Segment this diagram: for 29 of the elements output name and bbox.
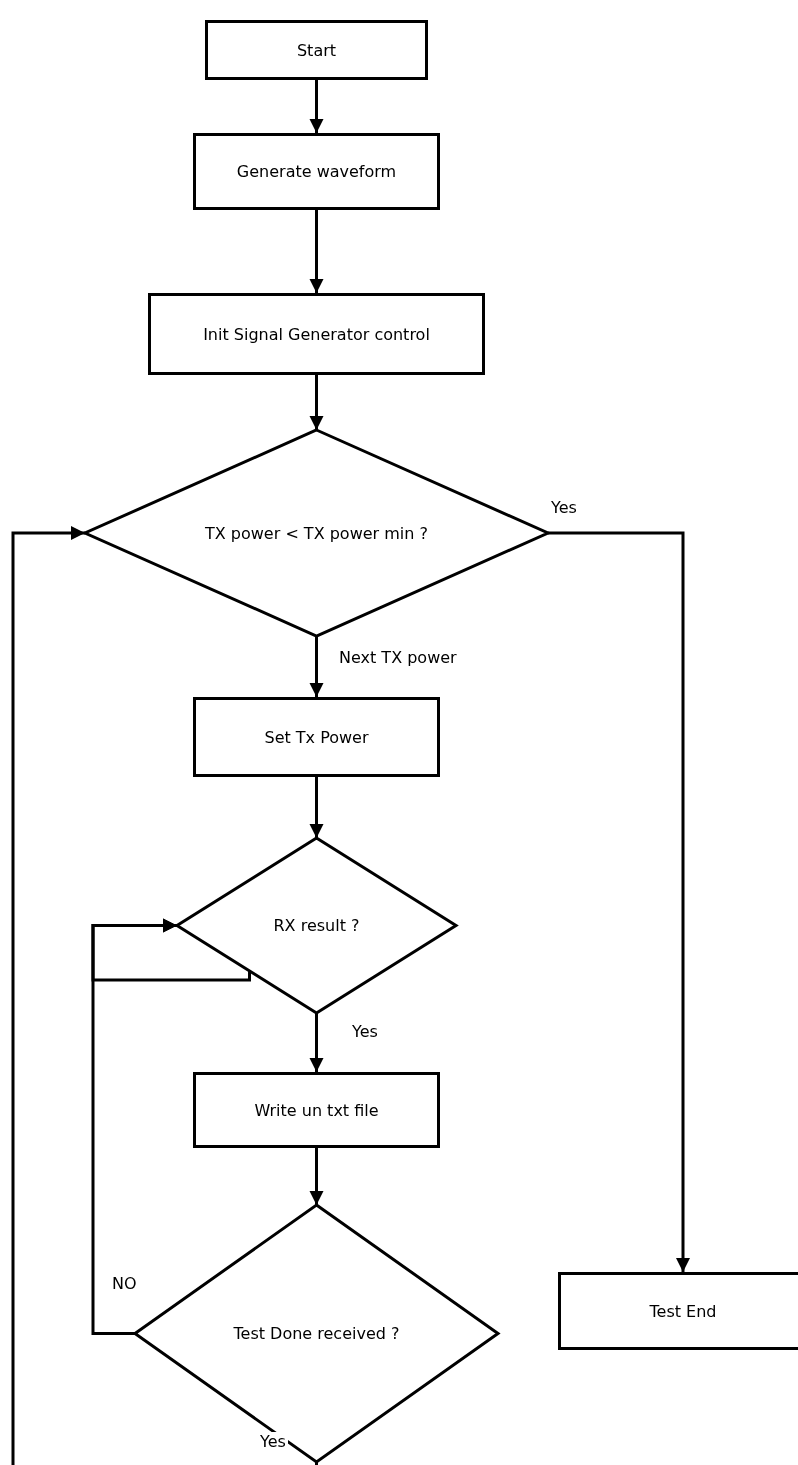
decision-diamond (85, 430, 548, 636)
node-label: Write un txt file (253, 1100, 380, 1120)
decision-diamond (135, 1205, 498, 1462)
arrow (309, 777, 324, 838)
decision-diamond (177, 838, 456, 1013)
arrow (309, 1148, 324, 1205)
edge-label: Next TX power (337, 648, 459, 667)
process-box (193, 1072, 440, 1148)
arrow (91, 918, 252, 982)
arrow (548, 531, 690, 1272)
arrow (309, 636, 324, 697)
arrow (309, 1013, 324, 1072)
arrow (309, 210, 324, 293)
node-label: Start (295, 40, 338, 60)
node-label: Test End (648, 1301, 718, 1321)
process-box (558, 1272, 798, 1350)
arrow (11, 526, 318, 1465)
arrow (309, 375, 324, 430)
node-label: Generate waveform (235, 162, 398, 181)
process-box (205, 20, 428, 80)
arrow (309, 80, 324, 133)
process-box (148, 293, 485, 375)
process-box (193, 697, 440, 777)
node-label: Set Tx Power (263, 727, 370, 747)
node-label: RX result ? (272, 916, 361, 935)
node-label: Init Signal Generator control (202, 324, 431, 344)
node-label: Test Done received ? (232, 1324, 401, 1343)
node-label: TX power < TX power min ? (204, 523, 429, 543)
process-box (193, 133, 440, 210)
